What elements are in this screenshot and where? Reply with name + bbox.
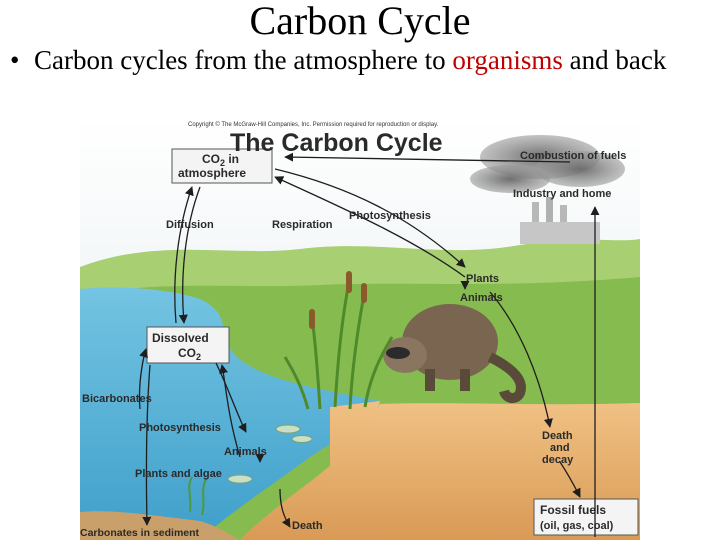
bicarbonates-label: Bicarbonates <box>82 393 152 405</box>
death-label: Death <box>542 430 573 442</box>
dissolved-co2-box: Dissolved CO2 <box>147 327 229 363</box>
diffusion-label: Diffusion <box>166 219 214 231</box>
animals-water-label: Animals <box>224 446 267 458</box>
bullet-highlight-organisms: organisms <box>452 45 563 75</box>
decay-label: decay <box>542 454 574 466</box>
death-water-label: Death <box>292 520 323 532</box>
fossil-fuels-label: Fossil fuels <box>540 503 606 517</box>
fossil-fuels-detail: (oil, gas, coal) <box>540 520 614 532</box>
and-label: and <box>550 442 570 454</box>
animals-land-label: Animals <box>460 292 503 304</box>
bullet-text: Carbon cycles from the atmosphere to org… <box>34 44 720 77</box>
carbonates-in-sediment-label: Carbonates in sediment <box>80 527 200 539</box>
atmosphere-label: atmosphere <box>178 166 246 180</box>
copyright-notice: Copyright © The McGraw-Hill Companies, I… <box>188 121 439 128</box>
photosynthesis-label-land: Photosynthesis <box>349 210 431 222</box>
slide-title: Carbon Cycle <box>0 0 720 44</box>
plants-and-algae-label: Plants and algae <box>135 468 222 480</box>
plants-label: Plants <box>466 273 499 285</box>
carbon-cycle-diagram: CO2 in atmosphere Dissolved CO2 Fossil f… <box>80 117 640 540</box>
combustion-of-fuels-label: Combustion of fuels <box>520 150 626 162</box>
carbon-cycle-figure: CO2 in atmosphere Dissolved CO2 Fossil f… <box>80 117 640 540</box>
figure-title: The Carbon Cycle <box>230 129 443 157</box>
dissolved-label: Dissolved <box>152 331 209 345</box>
respiration-label: Respiration <box>272 219 333 231</box>
photosynthesis-label-water: Photosynthesis <box>139 422 221 434</box>
bullet-dot: • <box>10 44 19 77</box>
bullet-text-after: and back <box>563 45 666 75</box>
fossil-fuels-box: Fossil fuels (oil, gas, coal) <box>534 499 638 535</box>
industry-and-home-label: Industry and home <box>513 188 611 200</box>
bullet-text-before: Carbon cycles from the atmosphere to <box>34 45 452 75</box>
